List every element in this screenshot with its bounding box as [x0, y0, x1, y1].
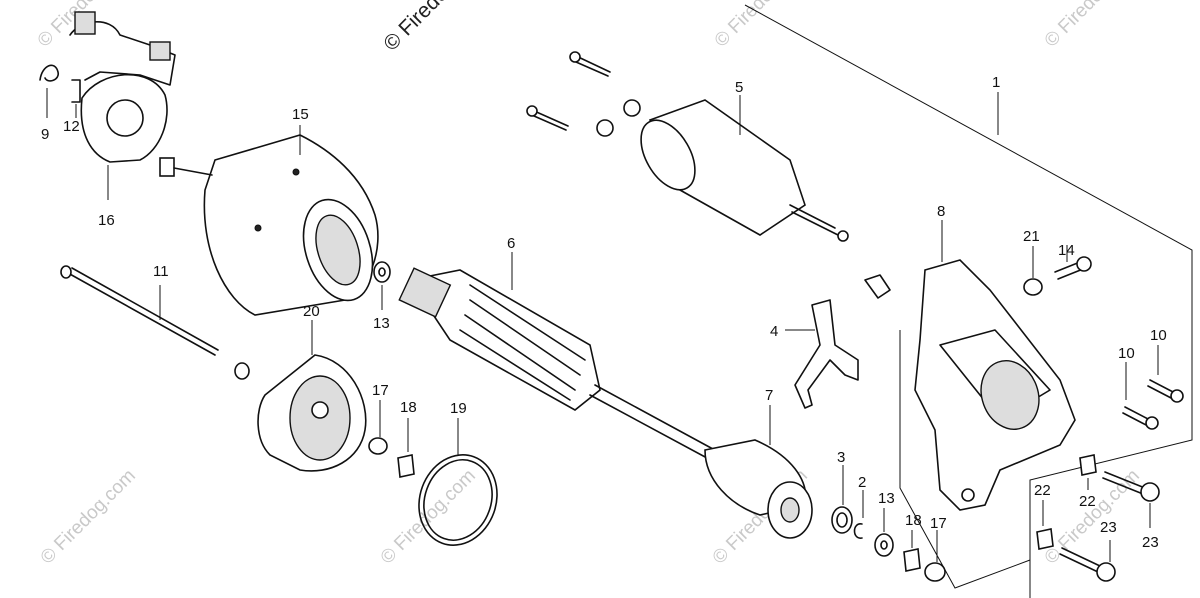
part-rear-cover — [257, 320, 367, 472]
label-10b: 10 — [1150, 327, 1167, 344]
part-sleeve — [397, 454, 415, 478]
label-16: 16 — [98, 212, 115, 229]
part-through-bolt — [60, 265, 219, 356]
label-11: 11 — [153, 263, 169, 280]
label-19: 19 — [450, 400, 467, 417]
part-brush-holder-plate — [69, 11, 176, 200]
part-washer-3 — [1023, 278, 1043, 296]
watermark: © Firedog.com — [377, 465, 480, 568]
label-14: 14 — [1058, 242, 1075, 259]
part-yoke-housing — [159, 125, 379, 316]
label-18b: 18 — [905, 512, 922, 529]
label-5: 5 — [735, 79, 743, 96]
part-o-ring — [418, 454, 498, 546]
label-2: 2 — [858, 474, 866, 491]
label-6: 6 — [507, 235, 515, 252]
label-8: 8 — [937, 203, 945, 220]
watermark: © Firedog.com — [1041, 0, 1144, 52]
part-drive-housing — [914, 220, 1076, 511]
part-circlip — [853, 523, 863, 539]
label-21: 21 — [1023, 228, 1040, 245]
label-9: 9 — [41, 126, 49, 143]
part-shift-lever — [794, 299, 859, 409]
part-cap-2 — [924, 562, 946, 582]
label-17a: 17 — [372, 382, 389, 399]
label-18a: 18 — [400, 399, 417, 416]
watermark: © Firedog.com — [711, 0, 814, 52]
watermark-header: © Firedog — [379, 0, 461, 56]
part-dowel-22b — [1036, 528, 1054, 550]
label-20: 20 — [303, 303, 320, 320]
label-22a: 22 — [1079, 493, 1096, 510]
part-sleeve-2 — [903, 548, 921, 572]
part-bolt-10b — [1147, 379, 1176, 400]
assembly-bracket — [744, 4, 1193, 598]
part-bolt-14 — [1054, 261, 1084, 280]
label-12: 12 — [63, 118, 80, 135]
part-clip — [39, 64, 59, 82]
part-pinion-clutch — [704, 405, 813, 539]
label-4: 4 — [770, 323, 778, 340]
part-cap — [368, 437, 388, 455]
label-3: 3 — [837, 449, 845, 466]
callout-labels: 1 2 3 4 5 6 7 8 9 10 10 11 12 13 13 14 1… — [41, 74, 1167, 551]
label-7: 7 — [765, 387, 773, 404]
label-23a: 23 — [1142, 534, 1159, 551]
label-22b: 22 — [1034, 482, 1051, 499]
part-bolt-23b — [1059, 547, 1101, 573]
label-1: 1 — [992, 74, 1000, 91]
part-bolts-top — [526, 51, 641, 137]
part-clip-2 — [71, 79, 81, 103]
label-15: 15 — [292, 106, 309, 123]
label-13a: 13 — [373, 315, 390, 332]
label-10a: 10 — [1118, 345, 1135, 362]
watermark: © Firedog.com — [37, 465, 140, 568]
part-armature — [398, 252, 725, 466]
part-dowel-22a — [1079, 454, 1097, 476]
label-23b: 23 — [1100, 519, 1117, 536]
part-bolt-23a — [1102, 471, 1146, 495]
part-bushing-small — [234, 362, 250, 380]
label-17b: 17 — [930, 515, 947, 532]
part-solenoid — [640, 95, 849, 242]
part-clip-3 — [864, 274, 891, 299]
label-13b: 13 — [878, 490, 895, 507]
part-bolt-10a — [1122, 406, 1151, 427]
